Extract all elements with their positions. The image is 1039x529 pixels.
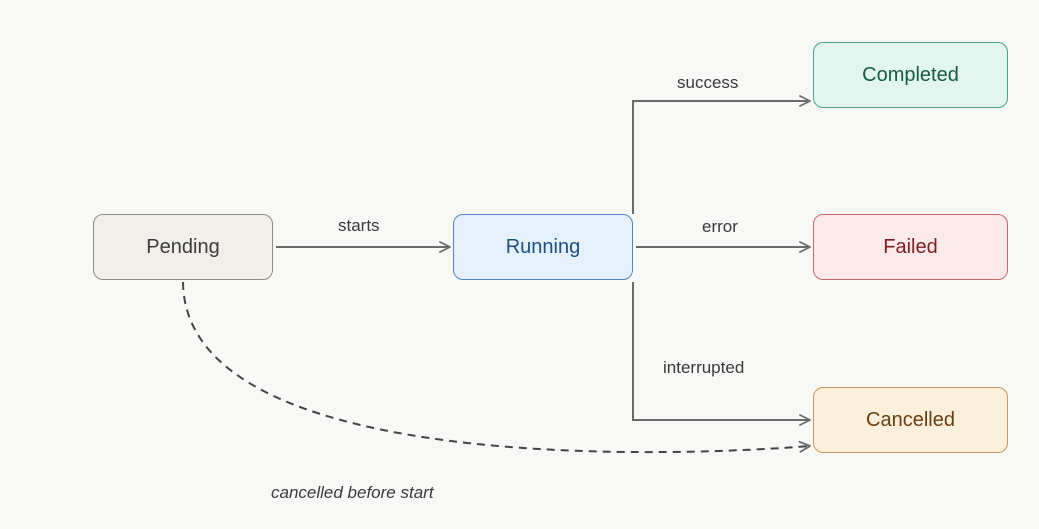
edge-cancelled-before-start-arrow <box>182 281 811 454</box>
node-running-label: Running <box>505 235 581 258</box>
node-completed[interactable]: Completed <box>813 42 1008 108</box>
node-failed-label: Failed <box>883 235 938 258</box>
edge-label-error: error <box>702 217 738 236</box>
edge-label-starts: starts <box>338 216 380 235</box>
node-running[interactable]: Running <box>453 214 633 280</box>
node-completed-label: Completed <box>862 63 959 86</box>
node-cancelled[interactable]: Cancelled <box>813 387 1008 453</box>
node-pending[interactable]: Pending <box>93 214 273 280</box>
node-pending-label: Pending <box>146 235 220 258</box>
edge-label-interrupted: interrupted <box>663 358 745 377</box>
node-cancelled-label: Cancelled <box>866 408 955 431</box>
edge-interrupted-arrow <box>632 282 811 426</box>
edge-success-arrow <box>632 95 811 214</box>
edge-label-cancelled-before-start: cancelled before start <box>271 483 434 502</box>
edge-label-success: success <box>677 73 739 92</box>
node-failed[interactable]: Failed <box>813 214 1008 280</box>
